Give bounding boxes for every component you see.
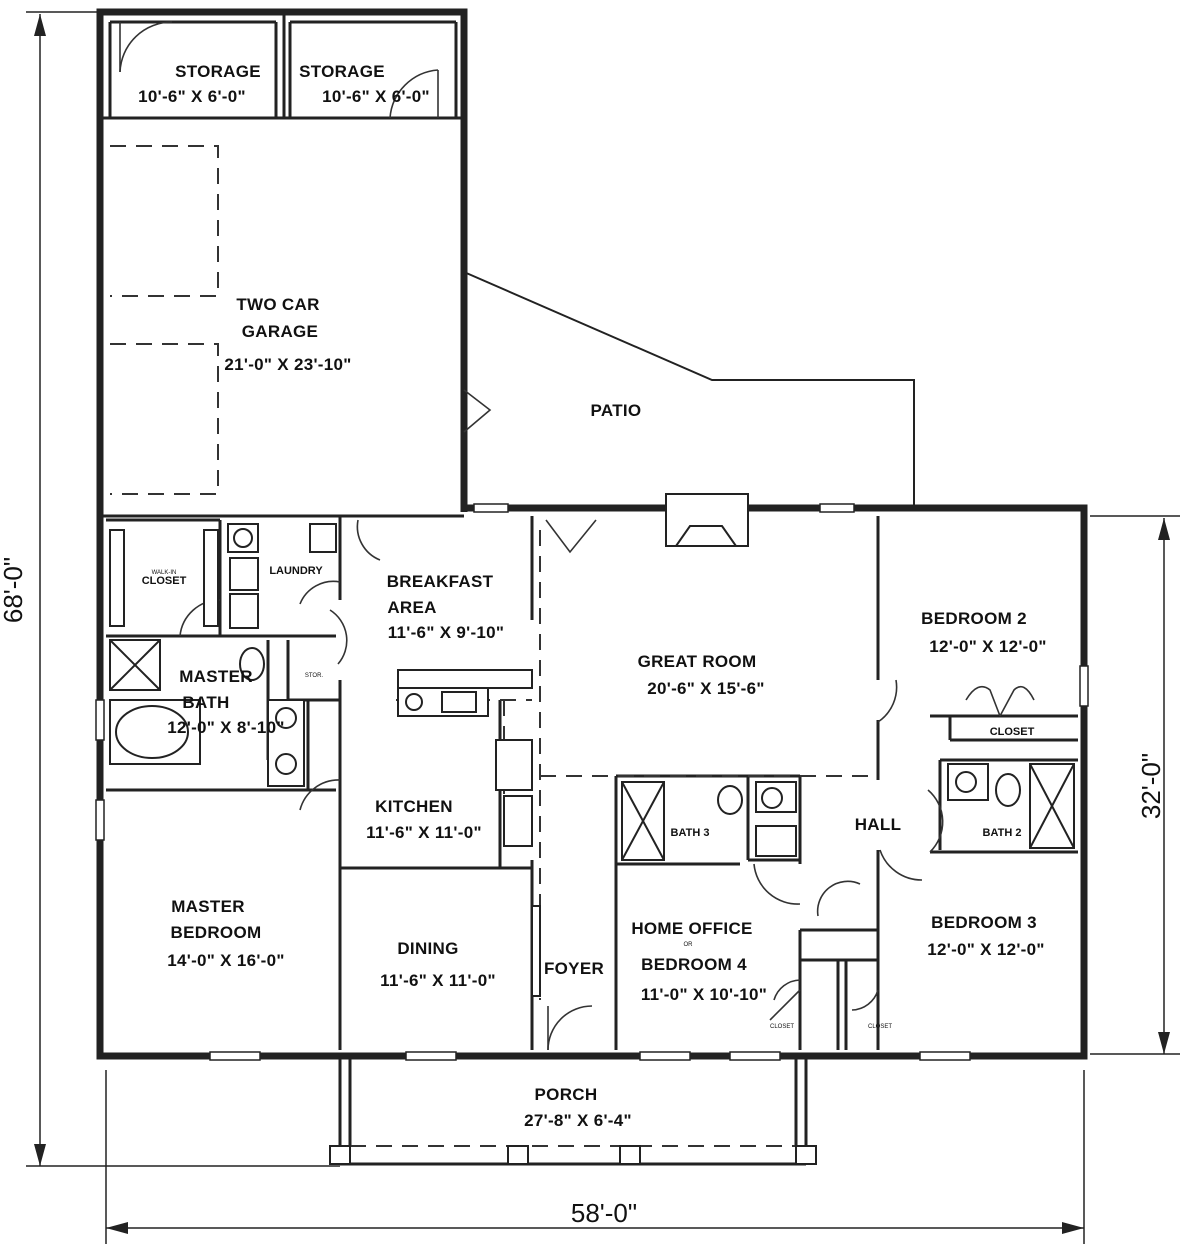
breakfast-name-2: AREA [387, 598, 436, 617]
master-bedroom-name-1: MASTER [171, 897, 245, 916]
fixtures [109, 523, 1075, 997]
foyer-name: FOYER [544, 959, 604, 978]
bath-2-name: BATH 2 [983, 827, 1022, 839]
storage-1-name: STORAGE [175, 62, 261, 81]
closet-a-name: CLOSET [770, 1024, 794, 1030]
walkin-closet-name-1: WALK-IN [152, 570, 177, 576]
home-office-name-3: BEDROOM 4 [641, 955, 747, 974]
overall-width-label: 58'-0" [571, 1198, 637, 1228]
breakfast-size: 11'-6" X 9'-10" [388, 623, 505, 642]
bedroom-3-name: BEDROOM 3 [931, 913, 1037, 932]
bedroom-2-size: 12'-0" X 12'-0" [929, 637, 1047, 656]
dimension-labels: 68'-0" 58'-0" 32'-0" [0, 557, 1166, 1228]
master-bath-name-2: BATH [182, 693, 229, 712]
walkin-closet-name-2: CLOSET [142, 575, 187, 587]
open-boundaries [110, 145, 878, 1000]
hall-name: HALL [855, 815, 902, 834]
fireplace [665, 493, 749, 547]
laundry-name: LAUNDRY [269, 565, 323, 577]
porch [329, 1056, 817, 1166]
exterior-walls [96, 8, 1088, 1060]
master-bath-name-1: MASTER [179, 667, 253, 686]
home-office-name-1: HOME OFFICE [631, 919, 752, 938]
porch-name: PORCH [535, 1085, 598, 1104]
house-depth-label: 32'-0" [1136, 753, 1166, 819]
breakfast-name-1: BREAKFAST [387, 572, 494, 591]
home-office-size: 11'-0" X 10'-10" [641, 985, 767, 1004]
bedroom-3-size: 12'-0" X 12'-0" [927, 940, 1045, 959]
overall-depth-label: 68'-0" [0, 557, 28, 623]
bath-3-name: BATH 3 [671, 827, 710, 839]
great-room-name: GREAT ROOM [638, 652, 757, 671]
interior-walls [100, 14, 1078, 1050]
dining-name: DINING [397, 939, 458, 958]
closet-b2-name: CLOSET [990, 726, 1035, 738]
doors [119, 21, 1035, 1051]
windows [95, 503, 1089, 1061]
closet-b-name: CLOSET [868, 1024, 892, 1030]
storage-1-size: 10'-6" X 6'-0" [138, 87, 246, 106]
great-room-size: 20'-6" X 15'-6" [647, 679, 765, 698]
patio-outline [463, 271, 915, 508]
garage-size: 21'-0" X 23'-10" [224, 355, 351, 374]
kitchen-size: 11'-6" X 11'-0" [366, 823, 482, 842]
kitchen-name: KITCHEN [375, 797, 453, 816]
dimension-lines [26, 11, 1180, 1244]
stor-name: STOR. [305, 673, 324, 679]
master-bedroom-size: 14'-0" X 16'-0" [167, 951, 285, 970]
dining-size: 11'-6" X 11'-0" [380, 971, 496, 990]
garage-name-2: GARAGE [242, 322, 318, 341]
patio-name: PATIO [591, 401, 642, 420]
master-bath-size: 12'-0" X 8'-10" [167, 718, 285, 737]
home-office-name-2: OR [684, 942, 694, 948]
porch-size: 27'-8" X 6'-4" [524, 1111, 632, 1130]
storage-2-name: STORAGE [299, 62, 385, 81]
master-bedroom-name-2: BEDROOM [171, 923, 262, 942]
garage-name-1: TWO CAR [236, 295, 319, 314]
bedroom-2-name: BEDROOM 2 [921, 609, 1027, 628]
room-labels: STORAGE 10'-6" X 6'-0" STORAGE 10'-6" X … [138, 62, 1047, 1130]
storage-2-size: 10'-6" X 6'-0" [322, 87, 430, 106]
